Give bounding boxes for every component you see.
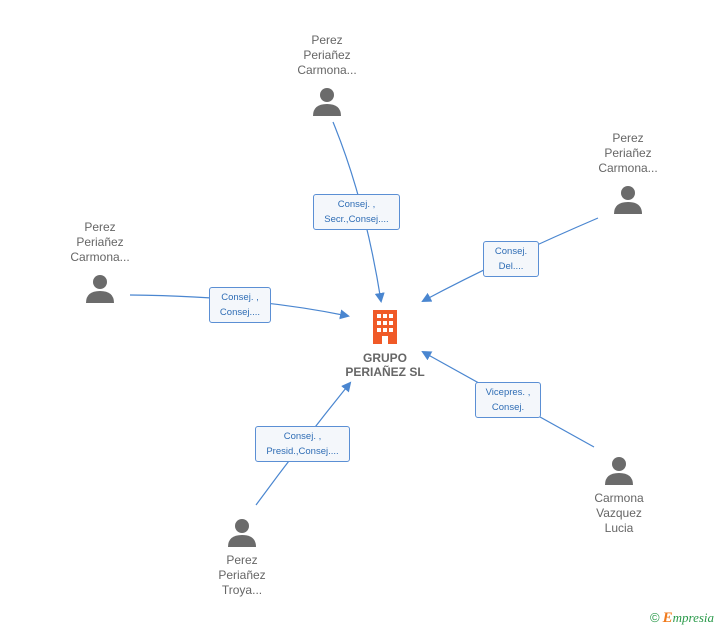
copyright-symbol: ©	[650, 610, 660, 625]
brand-logo-text: mpresia	[672, 610, 715, 625]
person-icon	[614, 186, 642, 214]
role-label-upper-right[interactable]: Consej.Del....	[483, 241, 539, 277]
brand-logo-initial: E	[662, 610, 673, 626]
person-icon	[86, 275, 114, 303]
person-icon	[313, 88, 341, 116]
company-name: GRUPO PERIAÑEZ SL	[345, 351, 425, 379]
role-label-bottom[interactable]: Consej. ,Presid.,Consej....	[255, 426, 350, 462]
role-label-left[interactable]: Consej. ,Consej....	[209, 287, 271, 323]
role-label-lower-right[interactable]: Vicepres. ,Consej.	[475, 382, 541, 418]
role-label-top[interactable]: Consej. ,Secr.,Consej....	[313, 194, 400, 230]
person-icon	[228, 519, 256, 547]
building-icon	[373, 310, 397, 344]
brand-footer[interactable]: ©Empresia	[650, 610, 714, 627]
person-icon	[605, 457, 633, 485]
company-node[interactable]: GRUPO PERIAÑEZ SL	[330, 310, 440, 379]
